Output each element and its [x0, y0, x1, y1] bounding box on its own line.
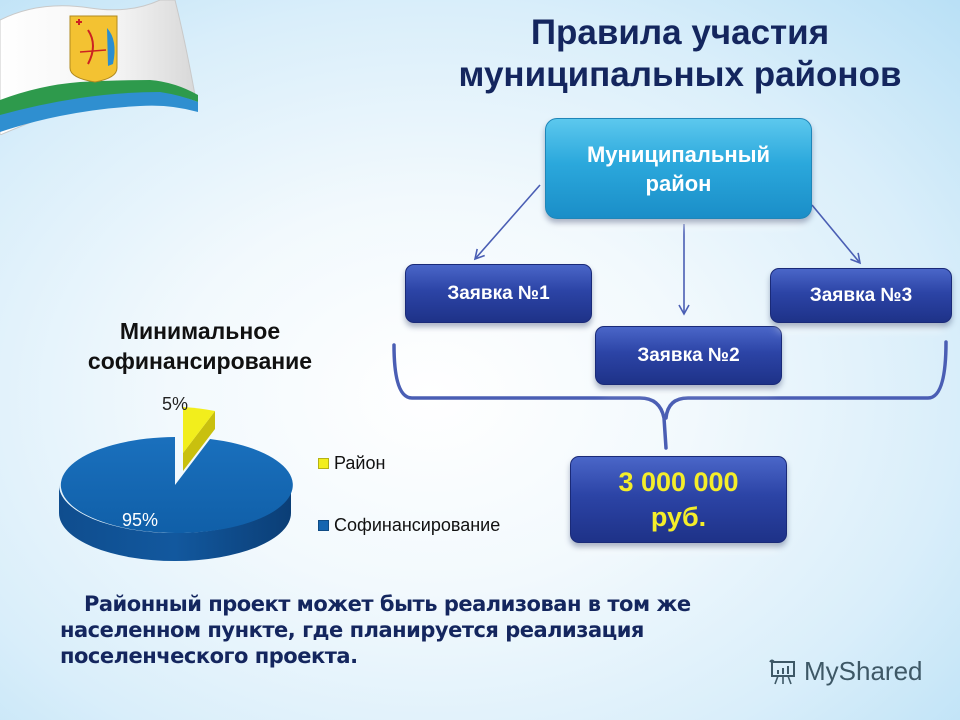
legend-swatch-yellow-icon [318, 457, 329, 469]
municipal-district-box: Муниципальный район [545, 118, 812, 219]
application-3-label: Заявка №3 [809, 284, 913, 306]
municipal-district-line-2: район [645, 170, 712, 196]
presentation-board-icon [769, 659, 795, 684]
watermark-text: MyShared [804, 656, 923, 686]
legend-item-cofinancing: Софинансирование [318, 514, 500, 536]
chart-legend: Район Софинансирование [318, 452, 500, 536]
myshared-watermark: MyShared [768, 656, 923, 687]
kirov-region-flag-image [0, 0, 198, 135]
title-line-1: Правила участия [530, 13, 830, 52]
application-1-box: Заявка №1 [405, 264, 592, 323]
chart-title: Минимальное софинансирование [40, 316, 360, 376]
cofinancing-pie-chart: 5% 95% [59, 395, 293, 561]
pie-slice-district [183, 407, 215, 453]
legend-label-district: Район [334, 452, 386, 473]
legend-label-cofinancing: Софинансирование [334, 514, 501, 535]
pie-label-5: 5% [162, 395, 188, 414]
chart-title-line-1: Минимальное [119, 318, 281, 344]
pie-slice-cofinancing [60, 437, 293, 533]
application-1-label: Заявка №1 [447, 282, 550, 304]
legend-item-district: Район [318, 452, 500, 474]
pie-label-95: 95% [122, 510, 158, 530]
application-2-label: Заявка №2 [637, 344, 740, 366]
footnote-line-1: Районный проект может быть реализован в … [84, 592, 691, 616]
total-amount-value: 3 000 000 [618, 466, 739, 497]
total-amount-currency: руб. [650, 501, 707, 532]
footnote-text: Районный проект может быть реализован в … [60, 591, 820, 669]
total-amount-box: 3 000 000 руб. [570, 456, 787, 543]
title-line-2: муниципальных районов [458, 55, 902, 94]
legend-swatch-blue-icon [318, 519, 329, 531]
footnote-line-2: населенном пункте, где планируется реали… [60, 618, 644, 642]
page-title: Правила участия муниципальных районов [400, 12, 960, 96]
application-2-box: Заявка №2 [595, 326, 782, 385]
footnote-line-3: поселенческого проекта. [60, 644, 358, 668]
application-3-box: Заявка №3 [770, 268, 952, 323]
municipal-district-line-1: Муниципальный [586, 141, 771, 167]
chart-title-line-2: софинансирование [87, 348, 313, 374]
